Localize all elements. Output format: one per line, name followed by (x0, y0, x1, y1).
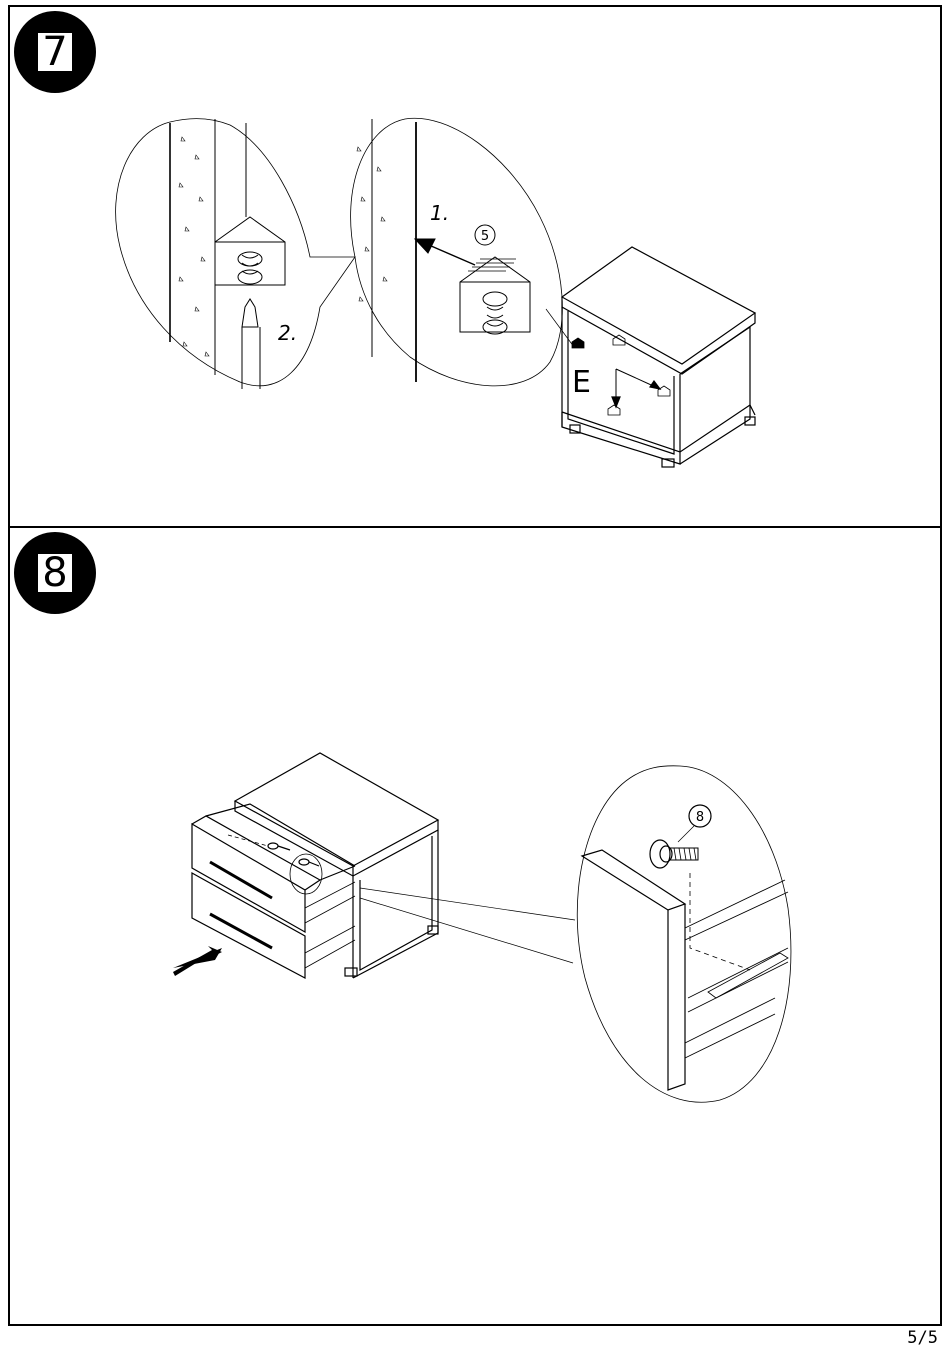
panel-letter: E (572, 365, 591, 400)
step-8-panel: 8 (8, 526, 942, 1326)
detail-bubble-drawer-stop (577, 766, 791, 1102)
step-7-panel: 7 (8, 5, 942, 528)
detail-bubble-screwdriver (116, 119, 355, 389)
part-number-5: 5 (481, 229, 489, 244)
bottom-drawer[interactable] (192, 873, 305, 978)
step-8-illustration: 8 (10, 528, 940, 1324)
action-label-2: 2. (278, 321, 297, 345)
step-7-illustration: 1. 2. 5 E (10, 7, 940, 526)
nightstand (173, 753, 438, 978)
cabinet-side-panel (562, 247, 755, 467)
part-number-8: 8 (696, 810, 704, 825)
action-label-1: 1. (430, 201, 449, 225)
detail-bubble-bracket (351, 118, 574, 386)
page-number: 5/5 (907, 1328, 938, 1348)
wall-texture-a (179, 137, 209, 356)
